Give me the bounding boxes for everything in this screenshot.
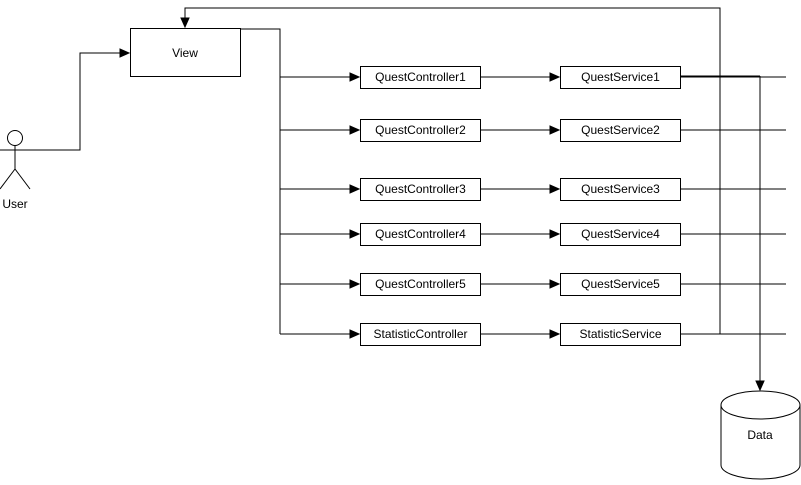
arrowhead: [180, 17, 190, 29]
controller-box: [360, 273, 481, 296]
arrowhead: [119, 48, 131, 58]
arrowhead: [349, 279, 361, 289]
service-label: StatisticService: [579, 327, 661, 341]
view-fanout-trunk: [240, 28, 281, 334]
edge-services-to-view: [180, 7, 721, 334]
view-box: [130, 28, 241, 77]
row-2: QuestController2 QuestService2: [280, 119, 786, 142]
row-6: StatisticController StatisticService: [280, 323, 786, 346]
controller-box: [360, 66, 481, 89]
actor-left-leg: [0, 168, 16, 190]
arrowhead: [755, 380, 765, 392]
view-label: View: [172, 46, 198, 60]
arrowhead: [549, 279, 561, 289]
row-4: QuestController4 QuestService4: [280, 223, 786, 246]
controller-box: [360, 323, 481, 346]
service-label: QuestService2: [581, 123, 660, 137]
service-box: [560, 223, 681, 246]
controller-label: QuestController4: [375, 227, 466, 241]
service-box: [560, 66, 681, 89]
user-label: User: [2, 197, 27, 211]
service-label: QuestService5: [581, 277, 660, 291]
service-box: [560, 323, 681, 346]
controller-label: QuestController1: [375, 70, 466, 84]
service-label: QuestService1: [581, 70, 660, 84]
row-3: QuestController3 QuestService3: [280, 178, 786, 201]
arrowhead: [549, 184, 561, 194]
view-node: View: [130, 28, 241, 77]
edge-user-to-view: [30, 48, 131, 151]
row-1: QuestController1 QuestService1: [280, 66, 786, 89]
cylinder-body: [720, 405, 801, 480]
arrowhead: [549, 329, 561, 339]
arrowhead: [549, 229, 561, 239]
actor-head: [7, 130, 23, 146]
arrowhead: [349, 125, 361, 135]
service-box: [560, 178, 681, 201]
arrowhead: [549, 72, 561, 82]
data-label: Data: [747, 428, 773, 442]
controller-box: [360, 223, 481, 246]
arrowhead: [549, 125, 561, 135]
controller-label: QuestController2: [375, 123, 466, 137]
service-label: QuestService4: [581, 227, 660, 241]
data-store: Data: [720, 390, 801, 480]
controller-box: [360, 178, 481, 201]
controller-label: StatisticController: [373, 327, 467, 341]
actor-right-leg: [14, 168, 31, 190]
cylinder-top: [720, 390, 801, 420]
edge-services-to-data: [755, 76, 765, 392]
arrowhead: [349, 184, 361, 194]
service-box: [560, 273, 681, 296]
arrowhead: [349, 329, 361, 339]
controller-label: QuestController5: [375, 277, 466, 291]
arrowhead: [349, 72, 361, 82]
service-label: QuestService3: [581, 182, 660, 196]
service-box: [560, 119, 681, 142]
controller-box: [360, 119, 481, 142]
controller-label: QuestController3: [375, 182, 466, 196]
arrowhead: [349, 229, 361, 239]
row-5: QuestController5 QuestService5: [280, 273, 786, 296]
user-actor: User: [0, 130, 31, 211]
